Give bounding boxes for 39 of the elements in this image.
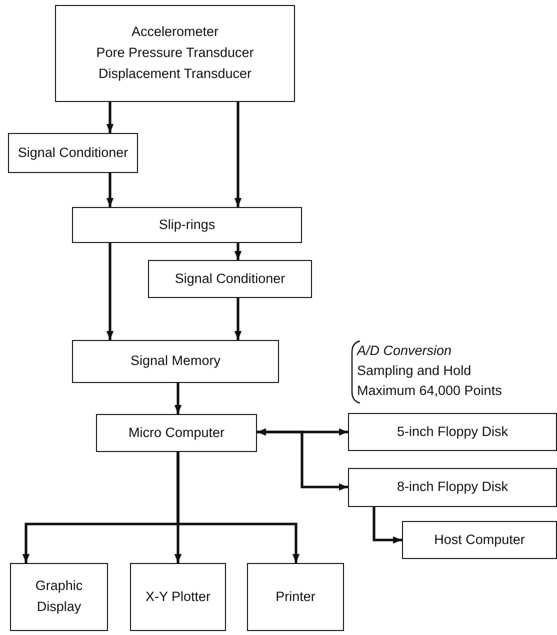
arrow	[234, 243, 242, 260]
box-label: X-Y Plotter	[145, 588, 211, 606]
process-box	[148, 260, 312, 298]
process-box	[348, 413, 557, 451]
box-label: Printer	[276, 588, 316, 606]
process-box	[247, 563, 344, 631]
arrow	[234, 298, 242, 340]
arrow	[106, 243, 114, 340]
process-box	[55, 5, 295, 102]
box-label: Accelerometer	[131, 23, 219, 42]
box-label: 8-inch Floppy Disk	[396, 478, 508, 496]
note-text: A/D Conversion	[357, 343, 452, 358]
box-label: Micro Computer	[128, 424, 225, 442]
box-label: Graphic Display	[34, 577, 84, 616]
box-label: Displacement Transducer	[98, 64, 252, 83]
process-box	[72, 207, 302, 243]
process-box	[8, 133, 138, 173]
arrow	[106, 102, 114, 133]
process-box	[96, 414, 257, 452]
note-text: Maximum 64,000 Points	[357, 383, 502, 398]
arrow	[234, 102, 242, 207]
process-box	[130, 563, 226, 631]
process-box	[348, 468, 557, 507]
arrow	[106, 173, 114, 207]
box-label: 5-inch Floppy Disk	[396, 422, 508, 441]
process-box	[72, 340, 279, 383]
arrow	[176, 452, 300, 563]
box-label: Signal Memory	[130, 352, 221, 370]
box-label: Slip-rings	[158, 216, 216, 234]
box-label: Signal Conditioner	[174, 270, 286, 288]
process-box	[402, 521, 557, 559]
arrow	[174, 383, 182, 414]
box-label: Pore Pressure Transducer	[96, 44, 254, 62]
box-label: Host Computer	[434, 530, 525, 549]
box-label: Signal Conditioner	[18, 144, 128, 162]
process-box	[10, 563, 108, 631]
note-text: Sampling and Hold	[357, 363, 472, 378]
arrow	[257, 428, 348, 491]
arrow	[372, 507, 402, 544]
